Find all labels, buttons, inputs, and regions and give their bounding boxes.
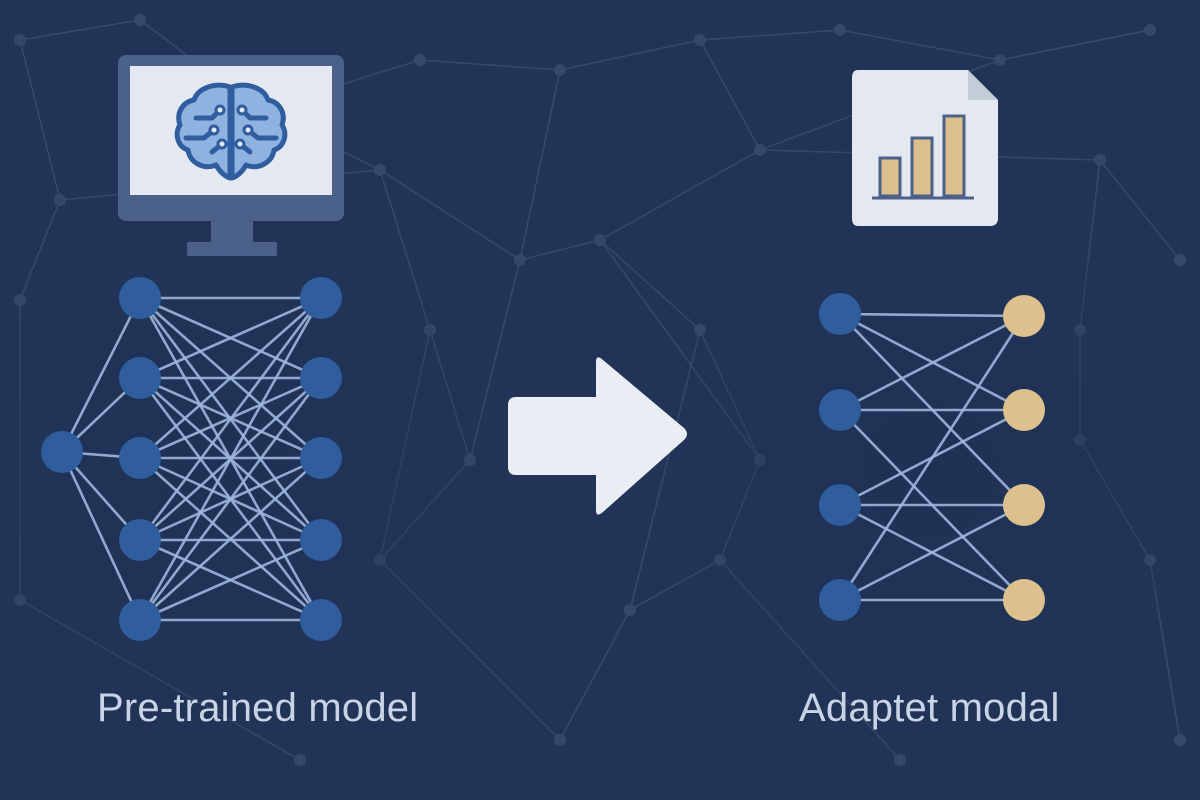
background-link	[559, 39, 701, 71]
bar-chart-document-icon	[852, 70, 998, 226]
output-node	[1003, 295, 1045, 337]
background-dot	[624, 604, 636, 616]
input-node	[819, 484, 861, 526]
background-link	[599, 149, 761, 241]
adapted-model-label: Adaptet modal	[799, 686, 1060, 730]
adapted-network-edges	[838, 312, 1026, 602]
hidden-node	[119, 599, 161, 641]
background-link	[839, 29, 1001, 61]
hidden-node	[119, 437, 161, 479]
input-node	[819, 579, 861, 621]
background-link	[19, 19, 141, 41]
right-backdrop-circle	[640, 180, 1200, 760]
hidden-node	[119, 357, 161, 399]
output-node	[1003, 484, 1045, 526]
monitor-with-brain-icon	[118, 55, 344, 256]
hidden-node	[119, 277, 161, 319]
background-link	[379, 169, 521, 261]
background-link	[19, 39, 61, 201]
background-dot	[554, 64, 566, 76]
background-link	[599, 239, 701, 331]
network-edge	[60, 451, 142, 621]
background-link	[419, 59, 561, 71]
background-dot	[1094, 154, 1106, 166]
background-dot	[14, 34, 26, 46]
background-dot	[834, 24, 846, 36]
background-dot	[554, 734, 566, 746]
network-edge	[838, 315, 1026, 601]
background-link	[699, 39, 761, 151]
background-dot	[414, 54, 426, 66]
background-dot	[294, 754, 306, 766]
network-edge	[139, 538, 322, 622]
network-edge	[139, 296, 322, 380]
network-edge	[139, 457, 322, 621]
input-node	[41, 431, 83, 473]
background-dot	[54, 194, 66, 206]
output-node	[300, 277, 342, 319]
background-dot	[994, 54, 1006, 66]
output-node	[1003, 579, 1045, 621]
right-arrow-icon	[508, 357, 687, 515]
output-node	[1003, 389, 1045, 431]
network-edge	[138, 297, 323, 541]
network-edge	[839, 503, 1025, 602]
network-edge	[60, 297, 142, 453]
background-link	[1099, 159, 1181, 261]
background-link	[999, 29, 1151, 61]
pretrained-network-nodes	[41, 277, 342, 641]
background-dot	[374, 164, 386, 176]
background-dot	[754, 144, 766, 156]
adapted-network-nodes	[819, 293, 1045, 621]
input-node	[819, 389, 861, 431]
network-edge	[138, 297, 323, 621]
background-dot	[1144, 24, 1156, 36]
background-dot	[134, 14, 146, 26]
background-link	[519, 69, 561, 261]
output-node	[300, 357, 342, 399]
hidden-node	[119, 519, 161, 561]
network-edge	[139, 297, 322, 459]
input-node	[819, 293, 861, 335]
background-link	[699, 29, 841, 41]
pretrained-model-label: Pre-trained model	[97, 686, 419, 730]
background-dot	[594, 234, 606, 246]
output-node	[300, 519, 342, 561]
background-dot	[514, 254, 526, 266]
background-dot	[1174, 254, 1186, 266]
output-node	[300, 599, 342, 641]
network-edge	[839, 312, 1025, 318]
network-edge	[839, 314, 1025, 412]
output-node	[300, 437, 342, 479]
background-dot	[694, 34, 706, 46]
background-link	[519, 239, 601, 261]
background-link	[559, 609, 631, 741]
background-dot	[1174, 734, 1186, 746]
network-edge	[138, 377, 323, 621]
